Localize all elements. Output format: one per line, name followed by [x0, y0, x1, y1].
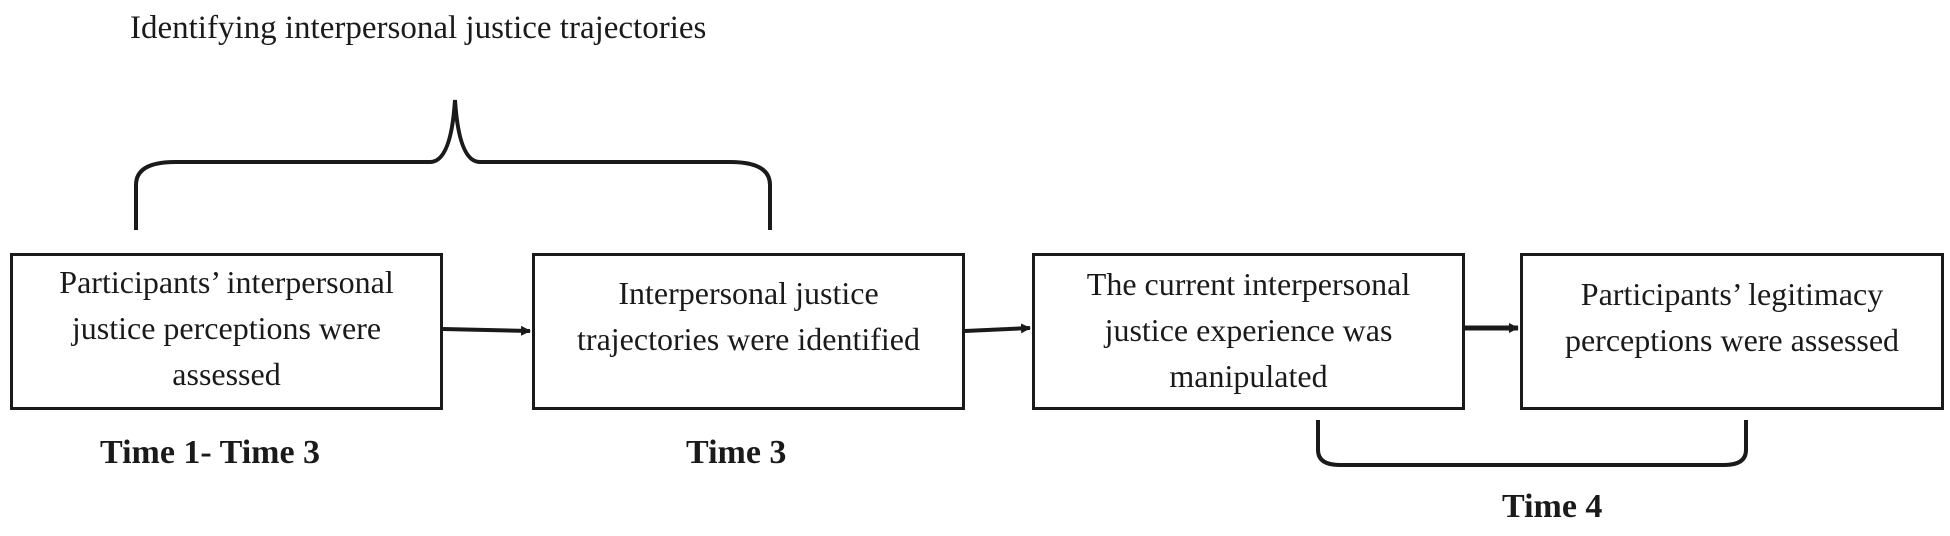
- time-label-time3: Time 3: [686, 434, 787, 471]
- step-text: The current interpersonal justice experi…: [1073, 261, 1424, 399]
- step-text-line: Participants’ legitimacy: [1580, 275, 1884, 312]
- time-label-time1-time3: Time 1- Time 3: [100, 434, 321, 471]
- step-text-line: Interpersonal justice: [618, 274, 879, 311]
- time-label-time4: Time 4: [1502, 488, 1603, 525]
- step-box-manipulate-experience: The current interpersonal justice experi…: [1032, 253, 1465, 410]
- step-text-line: perceptions were assessed: [1564, 321, 1900, 358]
- top-brace: [134, 99, 772, 230]
- step-text-line: justice experience was: [1104, 311, 1393, 348]
- step-text-line: manipulated: [1169, 357, 1328, 394]
- step-box-identify-trajectories: Interpersonal justice trajectories were …: [532, 253, 965, 410]
- step-text-line: justice perceptions were: [71, 309, 382, 346]
- step-box-assess-justice: Participants’ interpersonal justice perc…: [10, 253, 443, 410]
- step-text: Interpersonal justice trajectories were …: [563, 270, 934, 362]
- arrow-step1-to-step2: [442, 325, 531, 336]
- step-text-line: Participants’ interpersonal: [59, 263, 394, 300]
- step-text-line: The current interpersonal: [1086, 265, 1411, 302]
- step-text: Participants’ legitimacy perceptions wer…: [1551, 271, 1913, 363]
- step-text-line: assessed: [172, 355, 281, 392]
- arrow-step2-to-step3: [964, 323, 1031, 334]
- step-text: Participants’ interpersonal justice perc…: [45, 259, 407, 397]
- step-text-line: trajectories were identified: [577, 320, 920, 357]
- step-box-assess-legitimacy: Participants’ legitimacy perceptions wer…: [1520, 253, 1944, 410]
- trajectory-phase-label: Identifying interpersonal justice trajec…: [130, 10, 707, 46]
- bottom-brace: [1316, 420, 1748, 467]
